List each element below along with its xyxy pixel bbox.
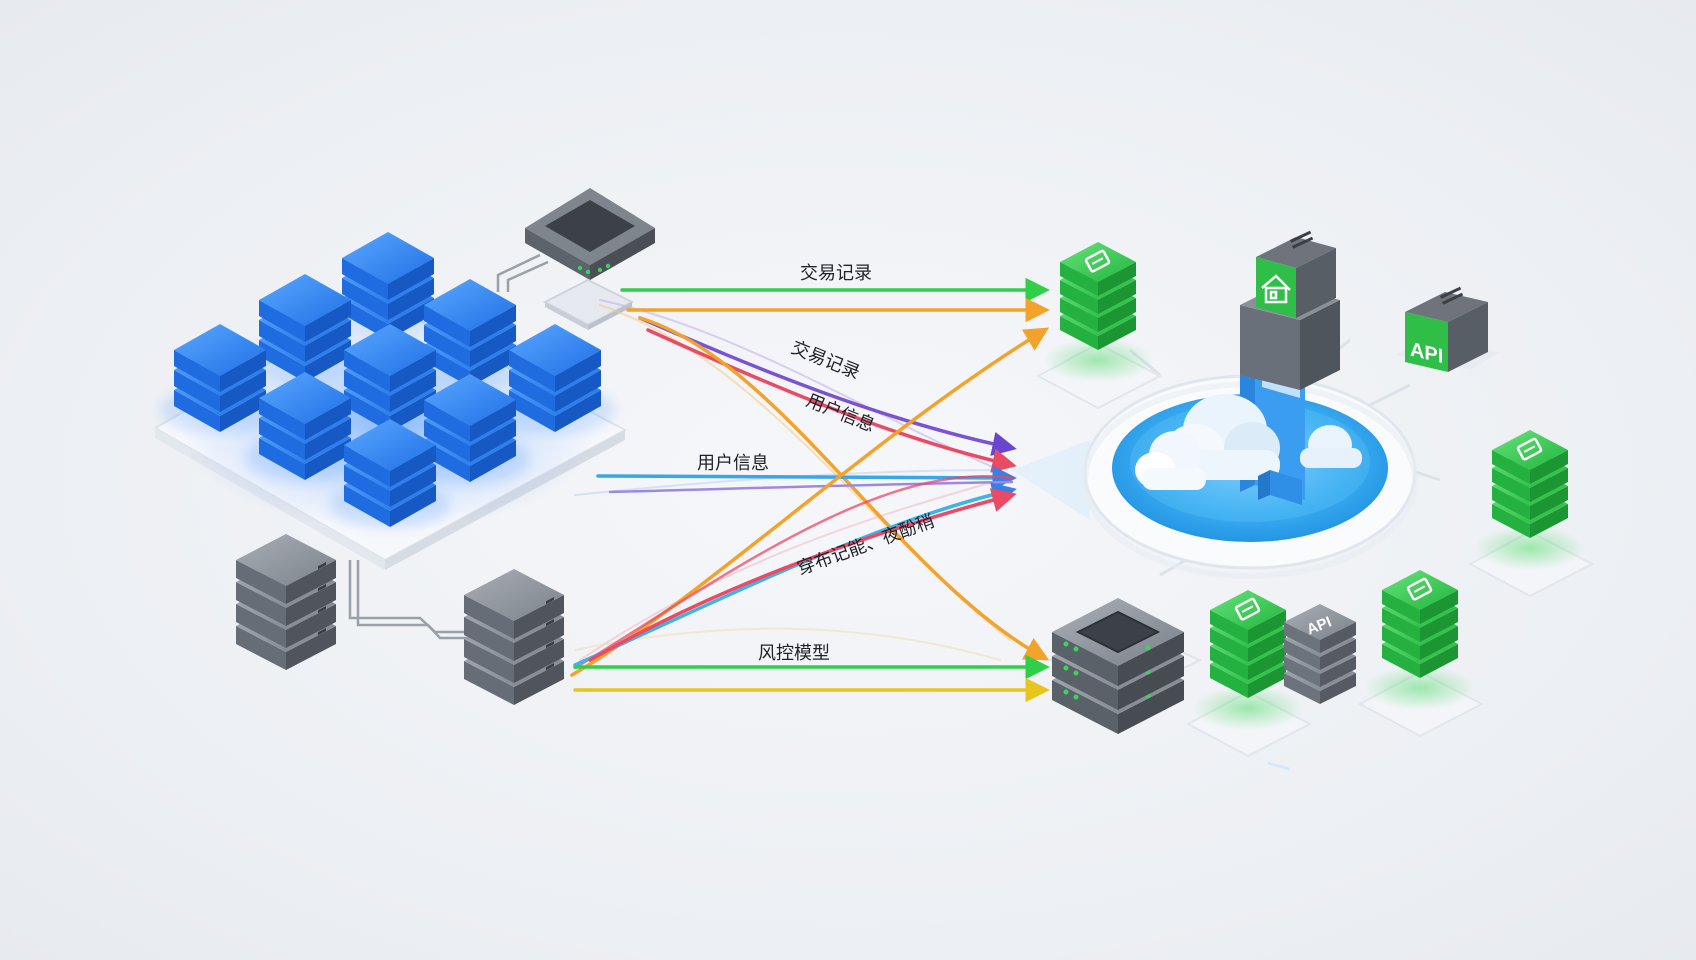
blue-server-stack bbox=[259, 372, 351, 480]
api-box-top: API bbox=[1395, 286, 1500, 372]
label-risk-model: 风控模型 bbox=[758, 643, 830, 664]
blue-server-stack bbox=[424, 279, 516, 387]
api-stack-bottom: API bbox=[1284, 604, 1356, 704]
blue-server-stack bbox=[344, 324, 436, 432]
rack-layer bbox=[1052, 598, 1184, 734]
flow-lines bbox=[570, 277, 1050, 703]
gray-server-layer bbox=[464, 569, 564, 705]
cloud-icon-small bbox=[1135, 431, 1206, 490]
house-icon bbox=[1261, 274, 1291, 304]
blue-server-stack bbox=[424, 374, 516, 482]
rack-server-bottom bbox=[1047, 598, 1203, 734]
blue-cluster bbox=[152, 232, 628, 570]
gray-server-layer bbox=[236, 534, 336, 670]
gray-server-stack-left bbox=[236, 534, 336, 670]
flow-red-up-2 bbox=[588, 488, 1017, 662]
gray-server-stack-mid bbox=[464, 569, 564, 705]
mini-tower bbox=[1258, 470, 1302, 505]
label-user-info-mid: 用户信息 bbox=[697, 453, 769, 474]
flow-orange-up bbox=[570, 327, 1050, 677]
flow-purple-mid bbox=[608, 480, 1014, 494]
green-module-bottom-right bbox=[1382, 570, 1458, 678]
switch-plate bbox=[542, 278, 635, 330]
blue-server-stack bbox=[174, 324, 266, 432]
green-module-right bbox=[1492, 430, 1568, 538]
green-module-bottom-left bbox=[1210, 590, 1286, 698]
flow-red-up bbox=[573, 475, 1014, 670]
cluster-connectors bbox=[348, 253, 549, 640]
blue-server-stack bbox=[342, 232, 434, 340]
blue-server-stack bbox=[259, 274, 351, 382]
label-transaction-top: 交易记录 bbox=[800, 263, 872, 284]
gateway-device bbox=[525, 188, 655, 280]
flow-red-diag bbox=[646, 328, 1017, 473]
faint-curve-4 bbox=[579, 479, 1001, 661]
flow-purple-diag bbox=[638, 316, 1017, 456]
green-module-top bbox=[1060, 242, 1136, 350]
flow-blue-mid bbox=[596, 465, 1017, 491]
blue-server-stack bbox=[509, 324, 601, 432]
blue-server-stack bbox=[344, 419, 436, 527]
flow-labels: 交易记录 交易记录 用户信息 用户信息 穿布记能、夜酚稍 风控模型 bbox=[697, 263, 937, 664]
cloud-hub bbox=[1012, 338, 1441, 771]
label-transaction-diag: 交易记录 bbox=[788, 337, 863, 383]
green-module-stacks bbox=[1035, 242, 1595, 758]
cloud-icon-right bbox=[1300, 425, 1362, 468]
secure-box-top bbox=[1240, 230, 1340, 390]
api-stack-layer bbox=[1284, 604, 1356, 704]
